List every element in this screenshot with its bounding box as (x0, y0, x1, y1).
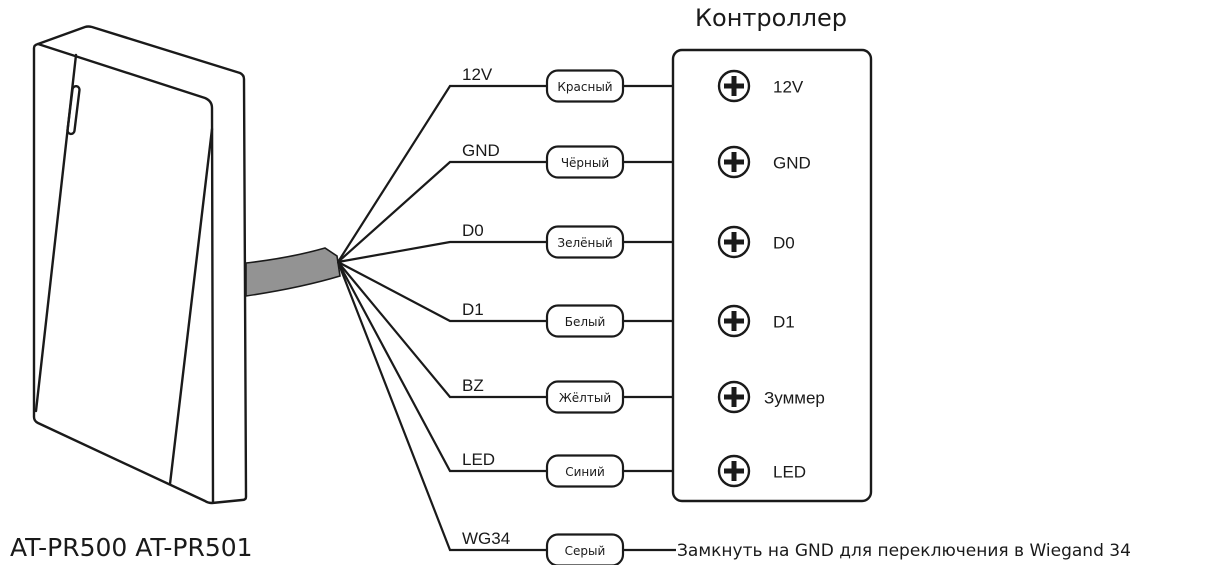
reader-led-slot (66, 85, 81, 136)
terminal-label: GND (773, 154, 811, 173)
terminal-label: D0 (773, 234, 795, 253)
wire-line (337, 240, 547, 264)
screw-terminal-icon (717, 225, 751, 259)
wire-signal-label: LED (462, 450, 495, 469)
reader-cable (245, 247, 341, 297)
wire-color-label: Белый (565, 315, 606, 329)
controller-title: Контроллер (695, 4, 847, 32)
terminal-label: LED (773, 463, 806, 482)
screw-terminal-icon (717, 454, 751, 488)
wire-signal-label: 12V (462, 65, 493, 84)
wire-line (336, 261, 547, 552)
wire-color-label: Зелёный (557, 236, 612, 250)
terminal-label: Зуммер (764, 389, 825, 408)
terminal-label: D1 (773, 313, 795, 332)
wire-color-label: Синий (565, 465, 605, 479)
wire-led: LED Синий LED (337, 261, 806, 488)
controller-box (671, 48, 873, 503)
screw-terminal-icon (717, 304, 751, 338)
reader-model-label: AT-PR500 AT-PR501 (10, 533, 253, 562)
wire-color-label: Серый (565, 544, 606, 558)
wire-signal-label: BZ (462, 376, 484, 395)
wire-signal-label: D1 (462, 300, 484, 319)
screw-slot-v (731, 461, 737, 481)
screw-slot-v (731, 232, 737, 252)
wire-color-label: Красный (557, 80, 612, 94)
wire-color-label: Жёлтый (559, 391, 611, 405)
wire-line (337, 160, 547, 263)
wire-line (337, 261, 547, 323)
wire-color-label: Чёрный (561, 156, 609, 170)
wire-signal-label: WG34 (462, 529, 510, 548)
reader-front-right-edge (168, 127, 214, 486)
reader-body-outline (32, 25, 248, 505)
wire-signal-label: D0 (462, 221, 484, 240)
screw-slot-v (731, 387, 737, 407)
wg34-note: Замкнуть на GND для переключения в Wiega… (677, 541, 1131, 561)
wire-gnd: GND Чёрный GND (337, 141, 811, 263)
screw-terminal-icon (717, 380, 751, 414)
reader-front-top-edge (36, 42, 215, 504)
screw-slot-v (731, 311, 737, 331)
wire-12v: 12V Красный 12V (337, 65, 804, 263)
screw-slot-v (731, 76, 737, 96)
wire-bz: BZ Жёлтый Зуммер (337, 261, 825, 414)
screw-slot-v (731, 152, 737, 172)
wire-signal-label: GND (462, 141, 500, 160)
terminal-label: 12V (773, 78, 804, 97)
reader-device (32, 25, 341, 505)
wire-line (337, 261, 547, 473)
screw-terminal-icon (717, 145, 751, 179)
wire-line (337, 84, 547, 263)
screw-terminal-icon (717, 69, 751, 103)
controller: Контроллер (671, 4, 873, 503)
wire-line (337, 261, 547, 399)
